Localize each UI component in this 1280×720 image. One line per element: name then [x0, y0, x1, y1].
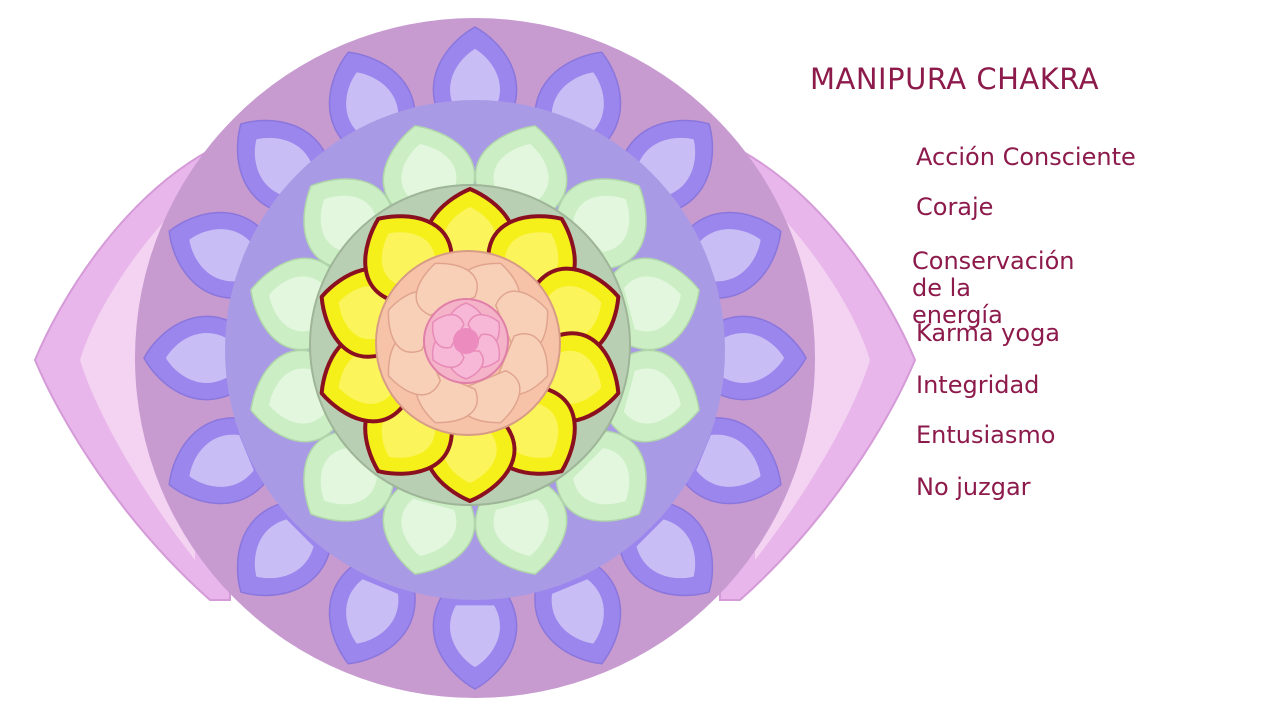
quality-item: Entusiasmo: [916, 421, 1056, 449]
greenPetals-petal: [474, 485, 568, 575]
manipura-lotus-icon: [33, 18, 917, 698]
center-petals: [387, 262, 549, 424]
greenPetals-petal: [303, 178, 395, 270]
greenPetals-petal: [610, 257, 700, 351]
page-title: MANIPURA CHAKRA: [810, 62, 1100, 96]
yellow-petals: [319, 187, 621, 503]
outerPetals-petal: [618, 501, 714, 597]
quality-item: Conservación de la energía: [912, 247, 1075, 329]
centerPetals-petal: [415, 262, 478, 317]
greenPetals-petal: [382, 485, 476, 575]
outerPetals-petal: [432, 26, 518, 123]
green-petals: [250, 125, 700, 575]
yellowPetals-petal: [363, 214, 454, 304]
pink-core: [453, 328, 479, 354]
outerPetals-petal: [710, 315, 807, 401]
quality-item: Karma yoga: [916, 319, 1061, 347]
greenPetals-petal: [610, 349, 700, 443]
pink-petals: [431, 302, 501, 380]
greenPetals-petal: [303, 430, 395, 522]
outerPetals-petal: [432, 593, 518, 690]
quality-item: Coraje: [916, 193, 994, 221]
outerPetals-petal: [534, 563, 622, 665]
quality-item: Integridad: [916, 371, 1040, 399]
quality-item: Acción Consciente: [916, 143, 1136, 171]
outerPetals-petal: [143, 315, 240, 401]
outerPetals-petal: [328, 563, 416, 665]
greenPetals-petal: [555, 430, 647, 522]
pinkPetals-petal: [431, 313, 465, 349]
quality-item: No juzgar: [916, 473, 1031, 501]
greenPetals-petal: [555, 178, 647, 270]
